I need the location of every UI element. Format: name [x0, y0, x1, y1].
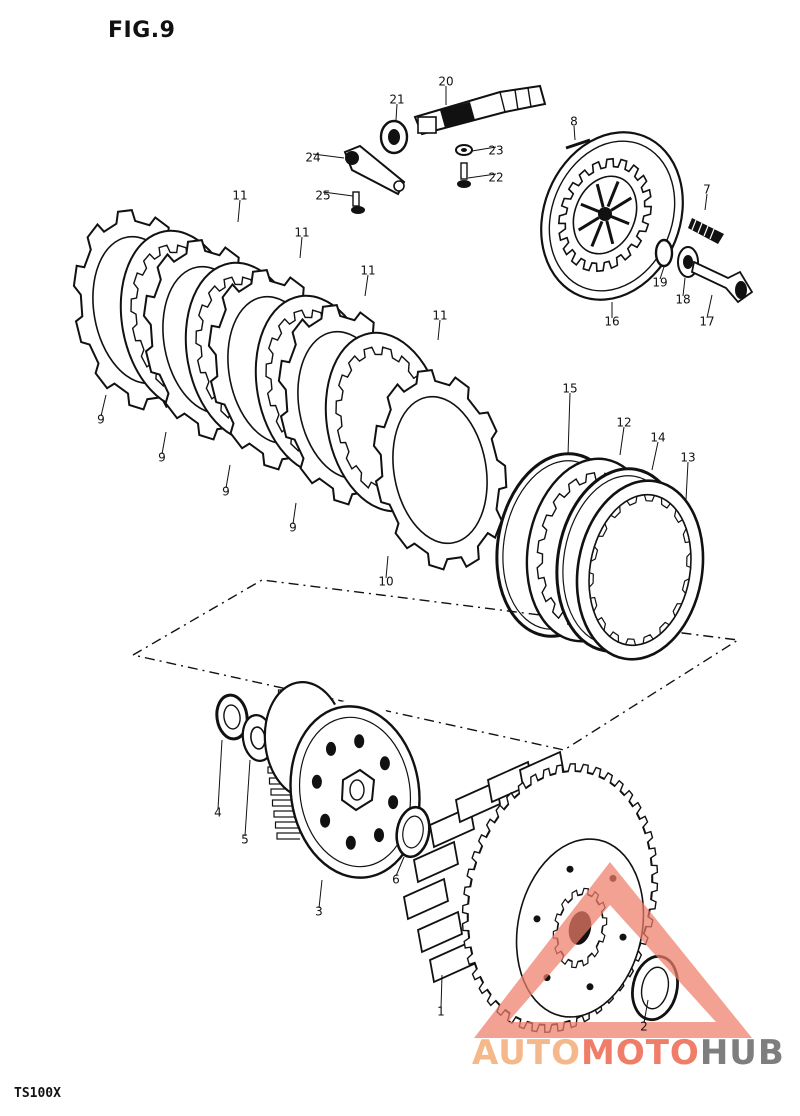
callout-label: 11	[294, 226, 309, 240]
callout-label: 22	[488, 171, 503, 185]
washer-23	[455, 144, 473, 156]
thrust-washer-6	[395, 805, 431, 859]
callout-label: 25	[315, 189, 330, 203]
drive-plate	[372, 369, 508, 571]
screw-25	[351, 191, 365, 214]
callout-label: 11	[360, 264, 375, 278]
callout-label: 9	[97, 413, 105, 427]
release-arm	[343, 144, 406, 196]
figure-title: FIG.9	[108, 18, 176, 43]
release-bearing	[379, 119, 409, 155]
spring-plate-13	[575, 479, 705, 661]
callout-label: 11	[432, 309, 447, 323]
callout-label: 18	[675, 293, 690, 307]
model-code: TS100X	[14, 1086, 61, 1101]
watermark-logo: AUTOMOTOHUB	[472, 1033, 785, 1073]
callout-label: 2	[640, 1020, 648, 1034]
pressure-plate-spokes	[577, 180, 633, 248]
callout-label: 17	[699, 315, 714, 329]
callout-label: 23	[488, 144, 503, 158]
pin-8	[565, 138, 591, 150]
pressure-plate	[540, 131, 684, 301]
washer-4	[215, 693, 249, 741]
watermark-triangle	[474, 862, 752, 1038]
release-shaft	[413, 84, 547, 136]
callout-label: 16	[604, 315, 619, 329]
callout-label: 10	[378, 575, 393, 589]
callout-label: 14	[650, 431, 665, 445]
callout-label: 9	[289, 521, 297, 535]
watermark-text-hub: HUB	[699, 1033, 785, 1073]
callout-label: 5	[241, 833, 249, 847]
callout-label: 8	[570, 115, 578, 129]
callout-label: 6	[392, 873, 400, 887]
callout-label: 3	[315, 905, 323, 919]
callout-label: 20	[438, 75, 453, 89]
callout-label: 7	[703, 183, 711, 197]
pressure-plate-teeth	[557, 157, 653, 273]
callout-label: 19	[652, 276, 667, 290]
clutch-hub	[263, 681, 421, 879]
screw-22	[457, 162, 471, 188]
spring-7	[688, 218, 724, 244]
callout-label: 13	[680, 451, 695, 465]
callout-label: 4	[214, 806, 222, 820]
clutch-plate-stack	[72, 209, 508, 571]
watermark-text-moto: MOTO	[580, 1033, 700, 1073]
washer-2	[631, 954, 679, 1022]
washer-19	[654, 238, 674, 268]
callout-label: 9	[222, 485, 230, 499]
watermark-text-auto: AUTO	[472, 1033, 581, 1073]
callout-label: 11	[232, 189, 247, 203]
callout-label: 1	[437, 1005, 445, 1019]
push-rod-17	[690, 260, 754, 304]
callout-label: 15	[562, 382, 577, 396]
callout-label: 21	[389, 93, 404, 107]
callout-label: 24	[305, 151, 320, 165]
callout-label: 12	[616, 416, 631, 430]
callout-label: 9	[158, 451, 166, 465]
